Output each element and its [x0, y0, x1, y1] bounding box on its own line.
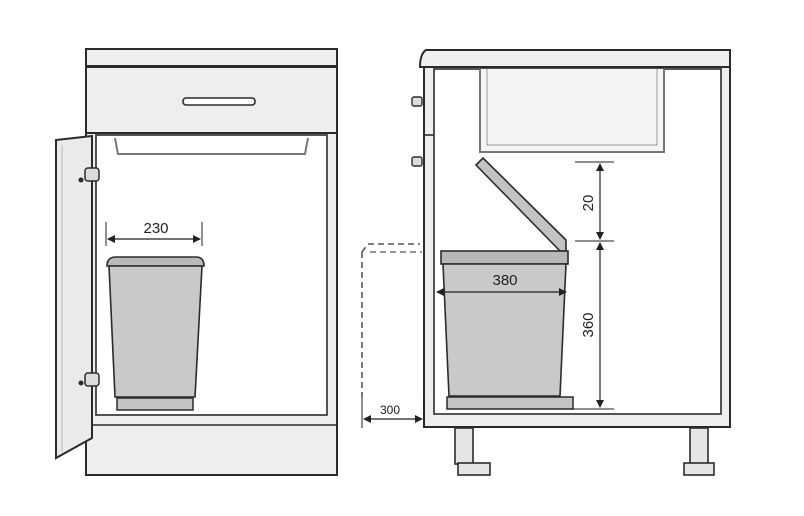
dim-door-clearance: 300	[361, 397, 425, 428]
dim-lid-gap: 20	[575, 161, 614, 242]
dim-label-20: 20	[580, 195, 597, 212]
door-clearance-outline	[361, 243, 422, 397]
side-sink	[479, 69, 665, 153]
side-view-cabinet: 300 380 20 360	[361, 49, 731, 476]
dim-label-380: 380	[492, 272, 517, 289]
waste-bin-front	[106, 256, 205, 411]
leg-right	[689, 427, 709, 465]
dim-label-300: 300	[380, 403, 400, 417]
front-countertop	[85, 48, 338, 67]
dim-bin-width-front: 230	[105, 220, 203, 246]
open-door	[55, 134, 93, 460]
bin-open-lid	[474, 156, 567, 252]
drawer-handle	[182, 97, 256, 106]
hinge-top	[84, 167, 100, 182]
waste-bin-side	[440, 156, 574, 410]
front-sink-outline	[114, 137, 309, 155]
dim-bin-height: 360	[570, 242, 614, 410]
knob-drawer	[411, 96, 423, 107]
dim-bin-width-side: 380	[436, 272, 567, 296]
knob-door	[411, 156, 423, 167]
dim-label-360: 360	[580, 312, 597, 337]
side-countertop	[418, 49, 731, 68]
hinge-bottom	[84, 372, 100, 387]
dim-label-230: 230	[143, 220, 168, 237]
leg-left	[454, 427, 474, 465]
front-view-cabinet: 230	[55, 48, 338, 476]
